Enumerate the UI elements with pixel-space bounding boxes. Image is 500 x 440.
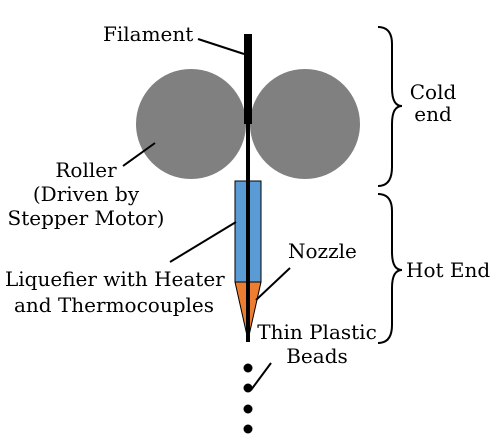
roller-leader	[122, 142, 156, 167]
hot-end-label: Hot End	[406, 258, 490, 282]
roller-label-line2: (Driven by	[33, 182, 140, 206]
filament-label: Filament	[103, 22, 193, 46]
bead	[243, 404, 253, 414]
filament-lower	[246, 120, 250, 342]
cold-end-label-line2: end	[414, 102, 452, 126]
bead	[243, 363, 253, 373]
hot-end-brace	[377, 193, 403, 344]
filament-leader	[197, 38, 245, 55]
beads-label-line1: Thin Plastic	[257, 320, 377, 344]
liquefier-label-line2: and Thermocouples	[14, 293, 214, 317]
cold-end-brace	[377, 26, 403, 187]
nozzle-label: Nozzle	[288, 239, 357, 263]
roller-label-line1: Roller	[55, 158, 117, 182]
liquefier-label-line1: Liquefier with Heater	[5, 267, 225, 291]
beads-label-line2: Beads	[286, 344, 348, 368]
roller-label-line3: Stepper Motor)	[8, 206, 165, 230]
nozzle-leader	[255, 267, 291, 301]
beads-leader	[250, 362, 272, 391]
right-roller	[250, 69, 360, 179]
liquefier-leader	[169, 221, 237, 263]
left-roller	[136, 69, 246, 179]
bead	[243, 383, 253, 393]
cold-end-label-line1: Cold	[410, 80, 457, 104]
filament-upper	[244, 34, 252, 124]
bead	[243, 424, 253, 434]
